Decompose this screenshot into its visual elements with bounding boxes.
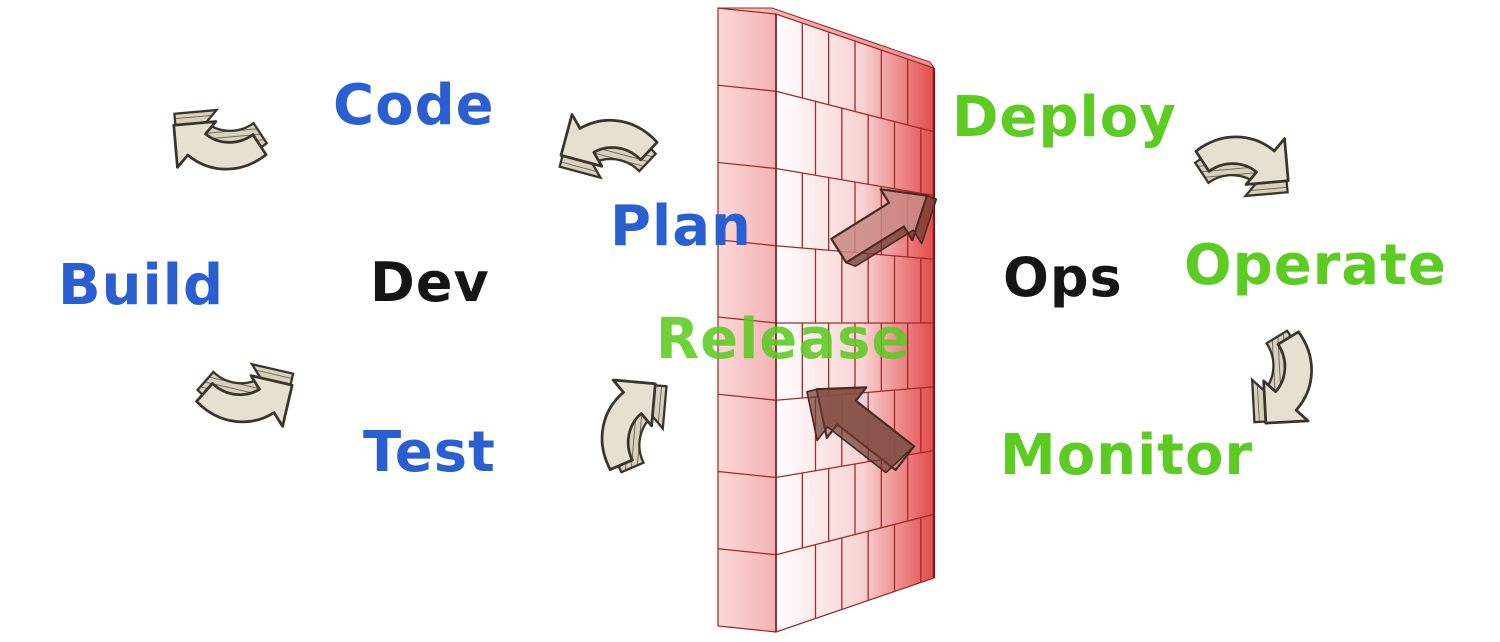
arrow-build-to-test: [186, 335, 316, 460]
arrow-deploy-to-operate: [1184, 98, 1315, 228]
step-code: Code: [333, 73, 495, 138]
center-ops: Ops: [1003, 246, 1123, 309]
step-test: Test: [363, 420, 496, 485]
arrow-code-to-build: [147, 78, 278, 208]
wall: [717, 7, 936, 633]
lower-through-arrow: [806, 386, 916, 474]
step-monitor: Monitor: [1000, 423, 1254, 488]
step-operate: Operate: [1184, 233, 1447, 298]
upper-through-arrow: [830, 188, 938, 268]
step-deploy: Deploy: [952, 85, 1177, 150]
step-release: Release: [656, 307, 911, 372]
arrow-plan-to-code: [538, 83, 667, 206]
center-dev: Dev: [370, 251, 490, 314]
step-plan: Plan: [610, 194, 752, 259]
step-build: Build: [58, 253, 225, 318]
arrow-test-to-plan: [565, 354, 696, 484]
